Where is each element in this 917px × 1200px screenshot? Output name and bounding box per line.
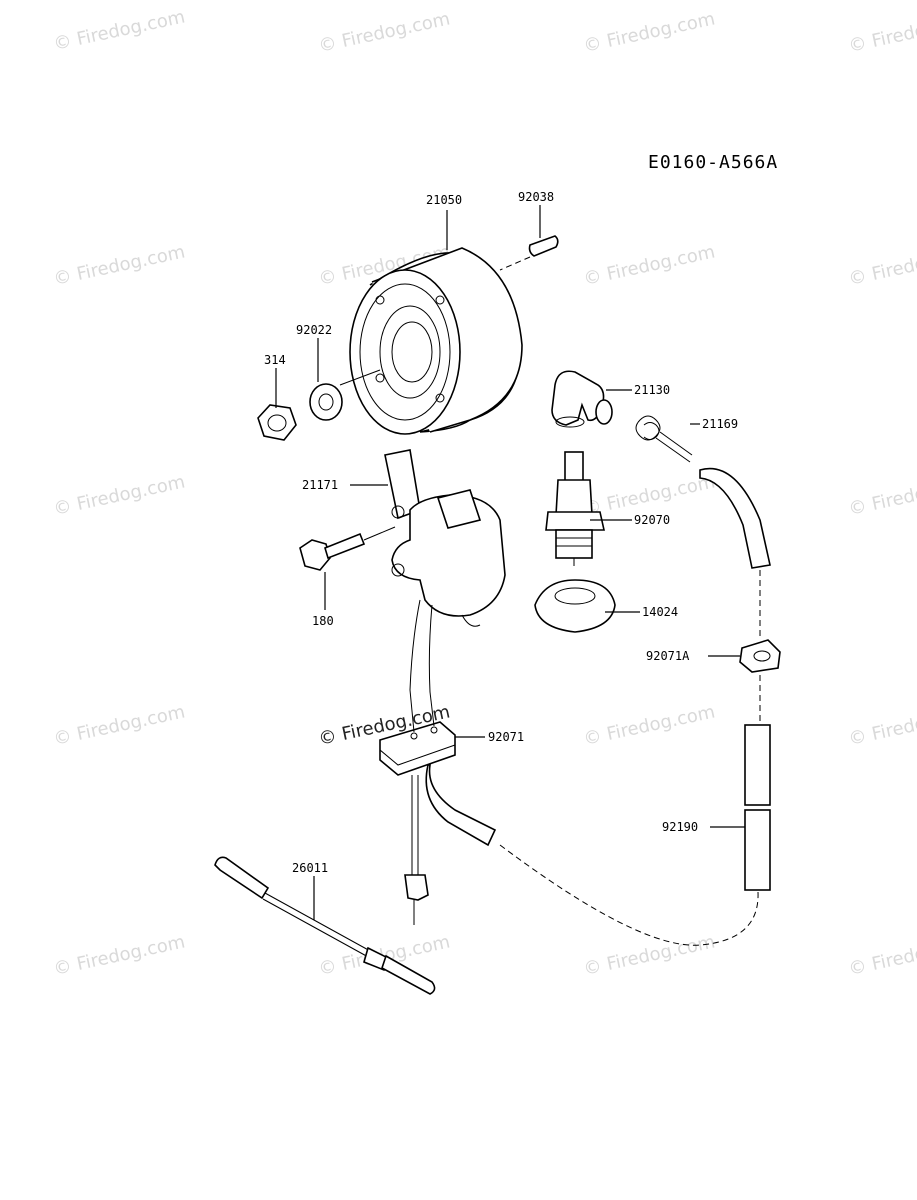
watermark: © Firedog.com [317, 9, 452, 57]
washer [309, 369, 381, 421]
watermark: © Firedog.com [52, 242, 187, 290]
grommet [379, 689, 456, 776]
part-label-92190: 92190 [662, 820, 698, 834]
part-label-314: 314 [264, 353, 286, 367]
part-label-92022: 92022 [296, 323, 332, 337]
spark-plug [545, 451, 605, 566]
lead-wire [404, 775, 429, 925]
part-label-21169: 21169 [702, 417, 738, 431]
part-label-92038: 92038 [518, 190, 554, 204]
watermark: © Firedog.com [52, 472, 187, 520]
plug-boot [534, 579, 616, 633]
nut [257, 404, 297, 441]
watermark: © Firedog.com [847, 242, 917, 290]
watermark: © Firedog.com [582, 932, 717, 980]
tube [425, 467, 771, 946]
leader-lines [275, 205, 745, 920]
bolt [299, 526, 396, 571]
part-label-21130: 21130 [634, 383, 670, 397]
part-label-92071: 92071 [488, 730, 524, 744]
part-label-21050: 21050 [426, 193, 462, 207]
wire-harness [214, 856, 436, 995]
diagram-code: E0160-A566A [648, 152, 779, 173]
watermark: © Firedog.com [847, 9, 917, 57]
watermark: © Firedog.com [582, 242, 717, 290]
part-label-26011: 26011 [292, 861, 328, 875]
watermark: © Firedog.com [582, 9, 717, 57]
watermark: © Firedog.com [847, 702, 917, 750]
watermark: © Firedog.com [52, 7, 187, 55]
watermark: © Firedog.com [582, 702, 717, 750]
spark-plug-cap [551, 370, 613, 428]
watermark: © Firedog.com [52, 932, 187, 980]
part-label-21171: 21171 [302, 478, 338, 492]
woodruff-key [499, 235, 559, 271]
flywheel [349, 247, 523, 435]
part-label-92071A: 92071A [646, 649, 690, 663]
part-label-180: 180 [312, 614, 334, 628]
watermark: © Firedog.com [847, 472, 917, 520]
ignition-coil [384, 449, 506, 693]
part-label-92070: 92070 [634, 513, 670, 527]
part-labels: 21050 92038 92022 314 21130 21169 21171 … [264, 190, 738, 875]
grommet-a [739, 639, 781, 673]
watermark: © Firedog.com [847, 932, 917, 980]
spring-clip [635, 415, 693, 463]
watermark: © Firedog.com [52, 702, 187, 750]
part-label-14024: 14024 [642, 605, 678, 619]
